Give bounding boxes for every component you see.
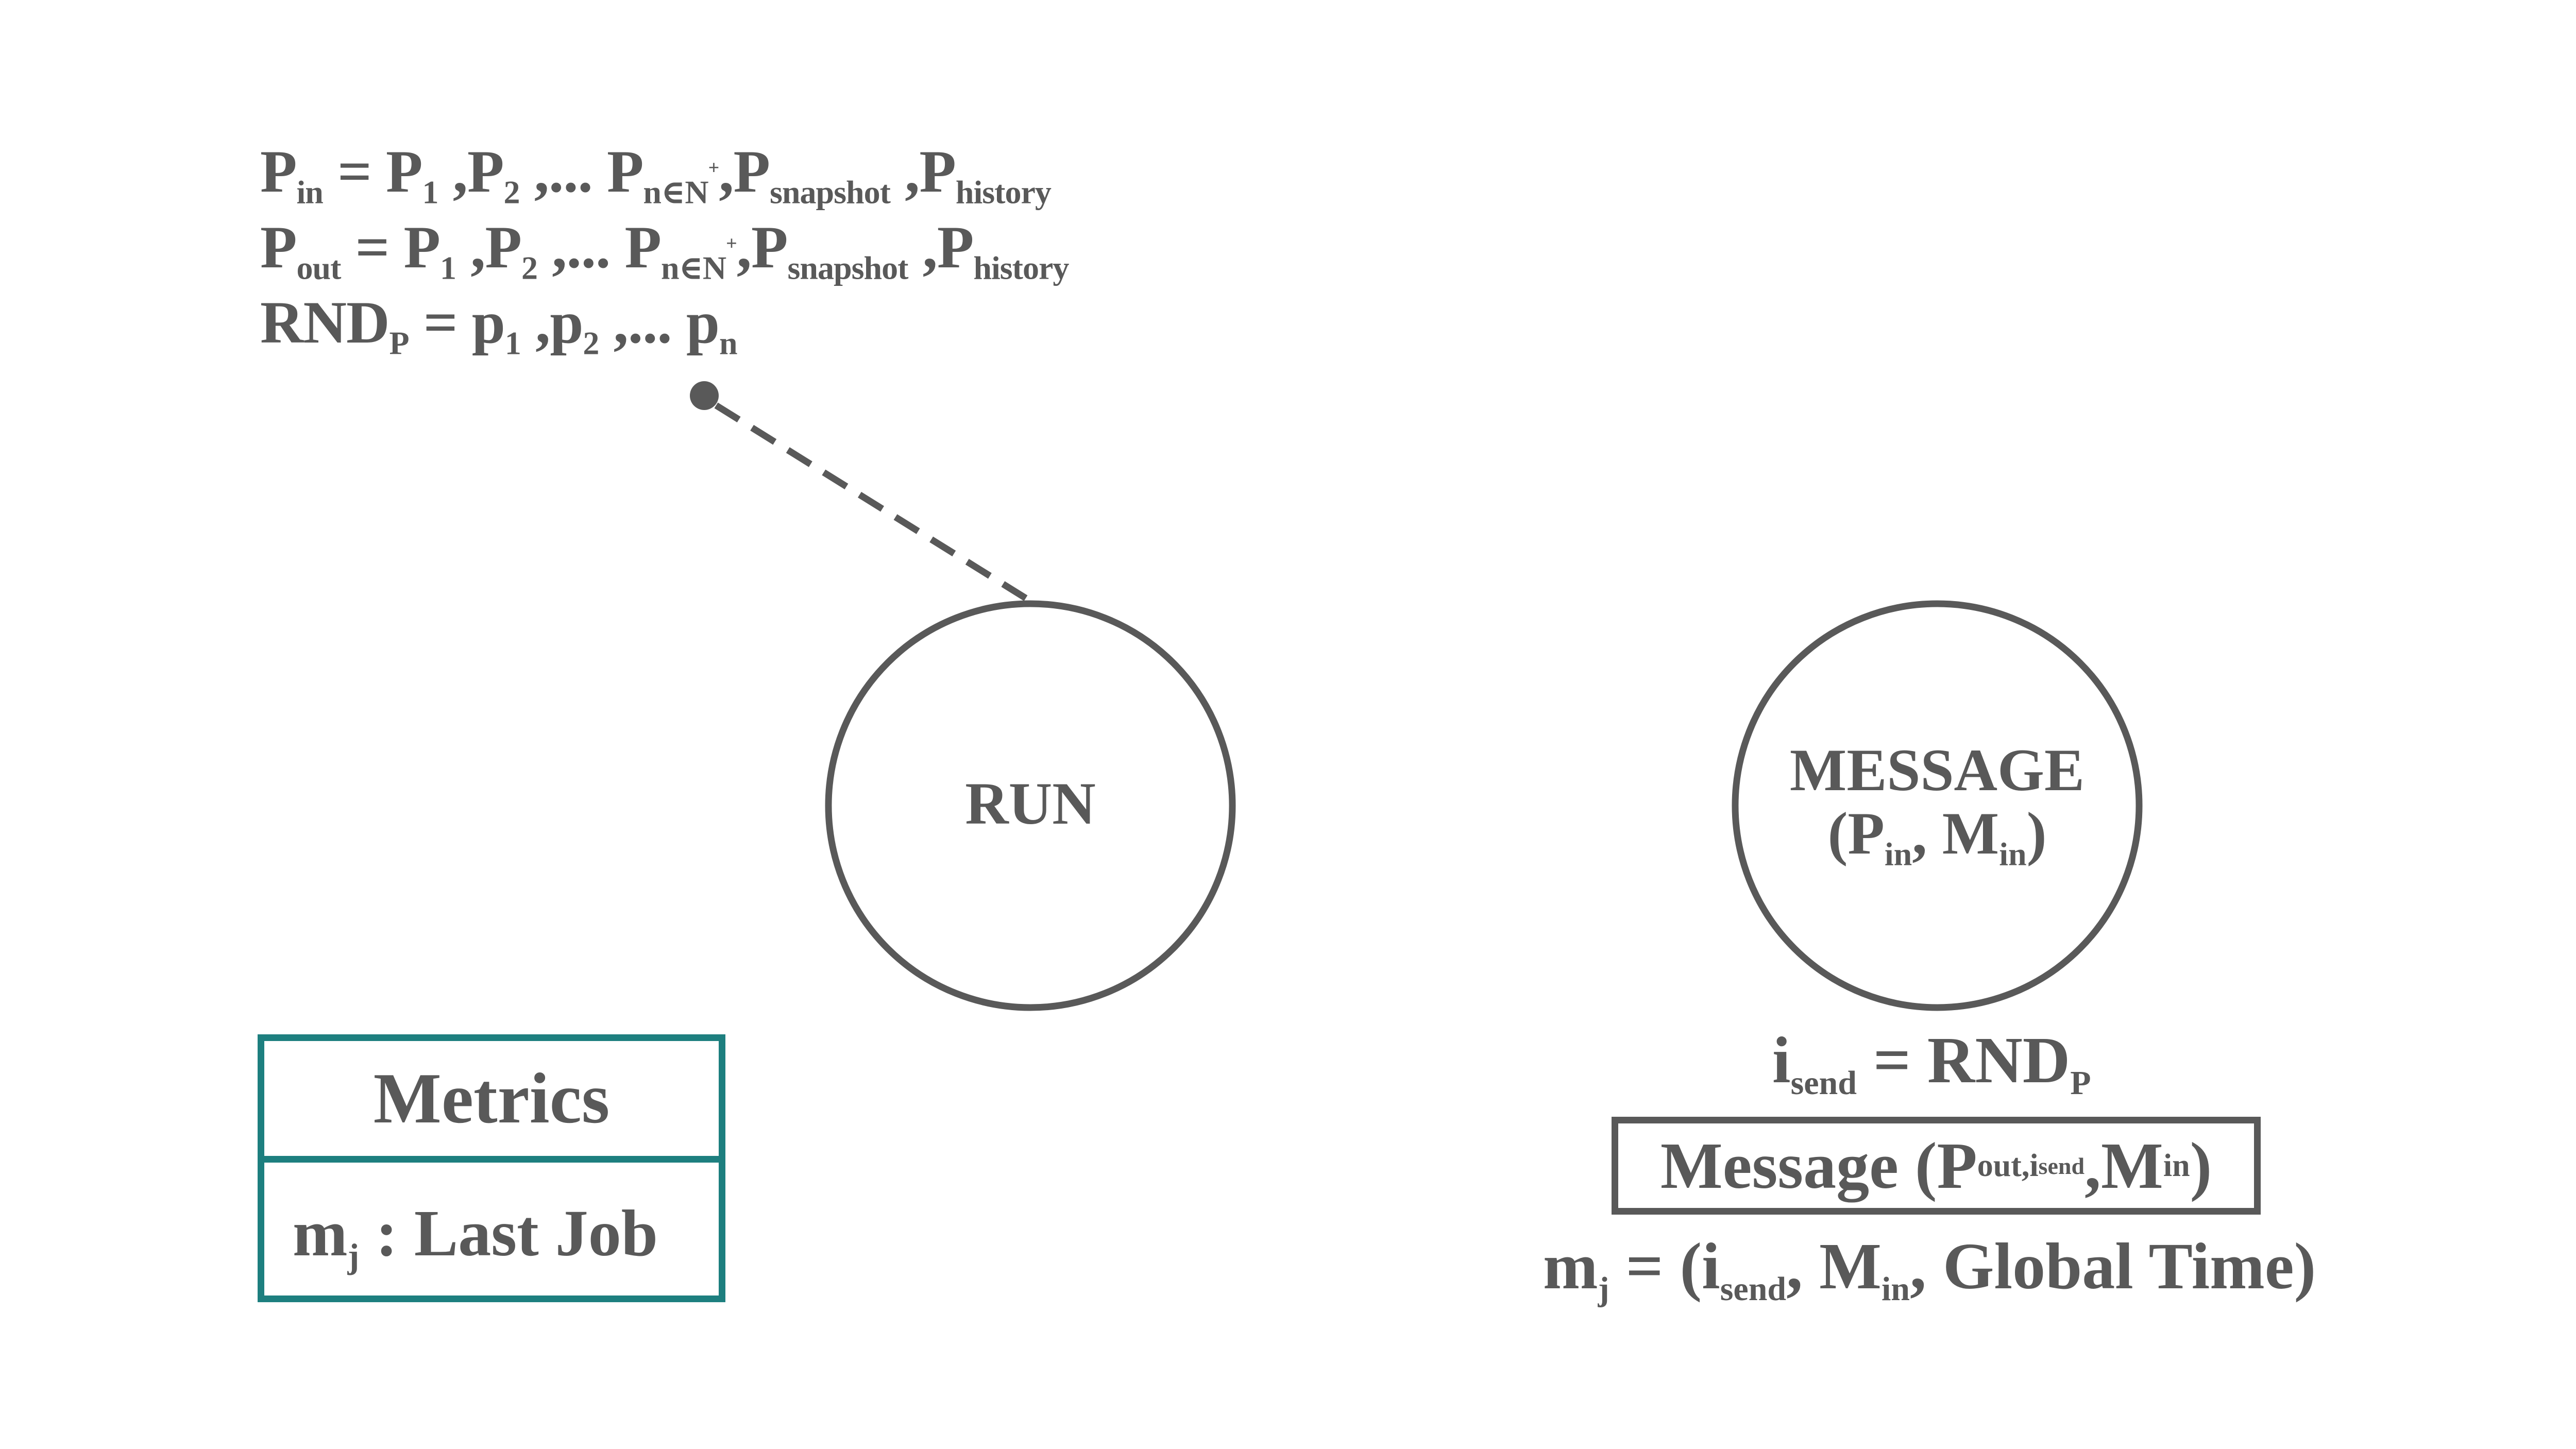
- rnd-definition: RNDP = p1 ,p2 ,... pn: [260, 289, 738, 362]
- mj-equation: mj = (isend, Min, Global Time): [1543, 1230, 2316, 1308]
- message-node-params: (Pin, Min): [1827, 800, 2047, 873]
- metrics-box: Metrics mj : Last Job: [258, 1034, 725, 1302]
- message-node-circle: [1732, 600, 2143, 1011]
- metrics-last-job-row: mj : Last Job: [293, 1197, 658, 1275]
- p-out-definition: Pout = P1 ,P2 ,... Pn∈N+,Psnapshot ,Phis…: [260, 214, 1069, 286]
- run-node-label: RUN: [965, 771, 1096, 837]
- metrics-title: Metrics: [264, 1041, 719, 1163]
- p-in-definition: Pin = P1 ,P2 ,... Pn∈N+,Psnapshot ,Phist…: [260, 139, 1052, 211]
- message-node-title: MESSAGE: [1789, 737, 2085, 804]
- message-node-label: MESSAGE (Pin, Min): [1757, 739, 2117, 871]
- isend-equation: isend = RNDP: [1772, 1024, 2091, 1102]
- dashed-connector: [714, 402, 1035, 606]
- connector-dot: [690, 381, 719, 410]
- run-node-circle: [825, 600, 1236, 1011]
